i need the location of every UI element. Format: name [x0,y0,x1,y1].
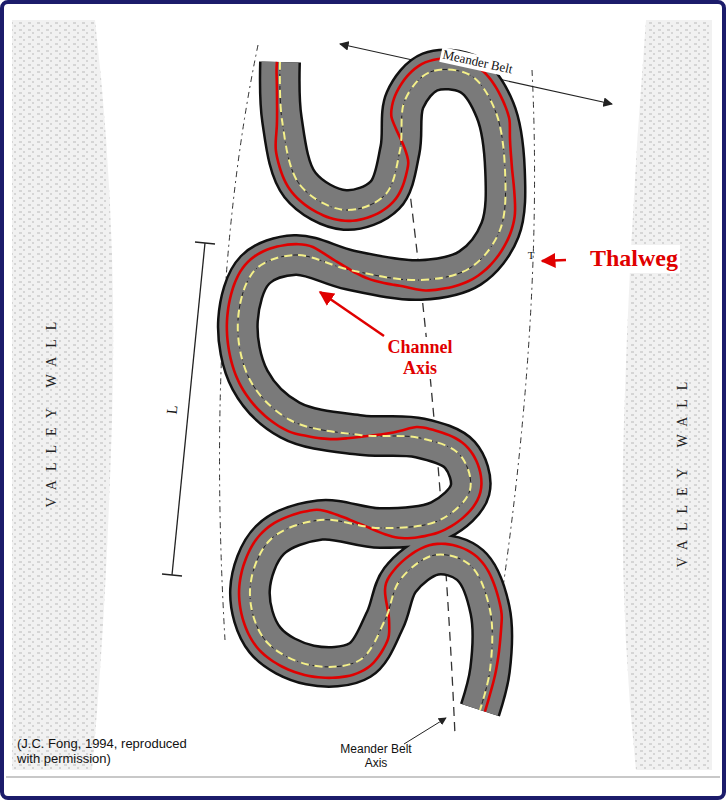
channel-axis-line [238,62,506,710]
footer-rule [6,776,720,778]
river-channel [227,59,515,712]
belt-axis-leader [404,718,446,744]
thalweg-line [227,59,515,712]
thalweg-label: Thalweg [588,245,680,273]
dimension-tick [195,242,215,244]
wall-label: VALLEY WALL [675,373,691,568]
dimension-label: T [528,249,535,262]
dimension-tick [162,574,182,576]
valley-wall-right [623,20,713,770]
belt-axis-label: Meander Belt Axis [340,743,412,771]
channel-axis-leader [320,292,384,336]
credit-caption: (J.C. Fong, 1994, reproduced with permis… [17,737,207,767]
valley-wall-left [12,20,113,770]
wall-label: VALLEY WALL [44,313,60,508]
thalweg-leader [542,260,566,261]
channel-axis-label: Channel Axis [372,337,468,378]
